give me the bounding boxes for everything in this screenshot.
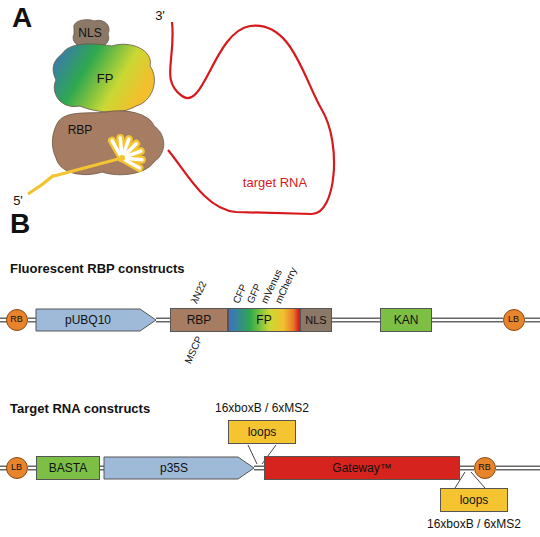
loops-box: 16xboxB / 6xMS2loops (228, 420, 296, 444)
vector-backbone (432, 318, 503, 323)
section-heading: Target RNA constructs (10, 402, 150, 415)
node-label: RBP (68, 124, 93, 136)
marker-box: BASTA (36, 456, 100, 480)
rna-label: target RNA (243, 176, 307, 189)
gateway-box: Gateway™ (264, 456, 460, 480)
target-rna-strand (168, 22, 334, 214)
vector-backbone-inner (460, 467, 474, 469)
rna-hairpins (54, 138, 142, 176)
rna-5prime-tail (28, 175, 54, 194)
vector-backbone (28, 318, 36, 323)
vector-backbone-inner (332, 319, 380, 321)
rbp-variant: MSCP (183, 335, 204, 365)
vector-backbone (332, 318, 380, 323)
node-label: BASTA (49, 462, 87, 474)
rbp-variant: λN22 (189, 280, 208, 305)
vector-backbone-stub (0, 320, 540, 468)
section-heading: Fluorescent RBP constructs (10, 262, 185, 275)
node-label: LB (11, 463, 22, 472)
node-label: LB (508, 315, 519, 324)
node-label: NLS (305, 315, 326, 326)
node-label: p35S (160, 462, 188, 474)
node-label: RB (10, 315, 23, 324)
node-label: RB (478, 463, 491, 472)
vector-backbone (460, 466, 474, 471)
node-label: Gateway™ (332, 462, 391, 474)
node-label: FP (256, 314, 271, 326)
marker-box: KAN (380, 308, 432, 332)
vector-backbone (156, 318, 170, 323)
node-label: NLS (78, 27, 101, 39)
panel-letter: A (12, 4, 32, 32)
vector-backbone (100, 466, 104, 471)
vector-backbone-inner (28, 319, 36, 321)
insertion-leader (248, 445, 485, 488)
fp-box: FP (228, 308, 300, 332)
strand-end: 3' (155, 9, 165, 22)
rbp-domain: RBP (50, 108, 170, 178)
border-circle: RB (474, 457, 496, 479)
fp-domain: FP (50, 40, 160, 115)
nls-box: NLS (300, 308, 332, 332)
promoter-arrow: p35S (104, 456, 254, 480)
node-label: KAN (394, 314, 419, 326)
insert-label: 16xboxB / 6xMS2 (427, 518, 521, 530)
node-label: pUBQ10 (65, 314, 111, 326)
loops-box: loops16xboxB / 6xMS2 (440, 488, 508, 512)
vector-backbone-inner (254, 467, 264, 469)
rbp-domain-outline (50, 108, 170, 178)
vector-backbone-inner (156, 319, 170, 321)
vector-backbone-inner (100, 467, 104, 469)
node-label: loops (248, 426, 277, 438)
vector-backbone (254, 466, 264, 471)
strand-end: 5' (13, 194, 23, 207)
node-label: FP (97, 72, 114, 85)
promoter-arrow: pUBQ10 (36, 308, 156, 332)
node-label: loops (460, 494, 489, 506)
insert-label: 16xboxB / 6xMS2 (215, 402, 309, 414)
panel-letter: B (10, 210, 30, 238)
border-circle: RB (6, 309, 28, 331)
border-circle: LB (6, 457, 28, 479)
vector-backbone (28, 466, 36, 471)
border-circle: LB (503, 309, 525, 331)
vector-backbone-inner (432, 319, 503, 321)
vector-backbone-inner (28, 467, 36, 469)
rbp-box: RBP (170, 308, 228, 332)
node-label: RBP (187, 314, 212, 326)
